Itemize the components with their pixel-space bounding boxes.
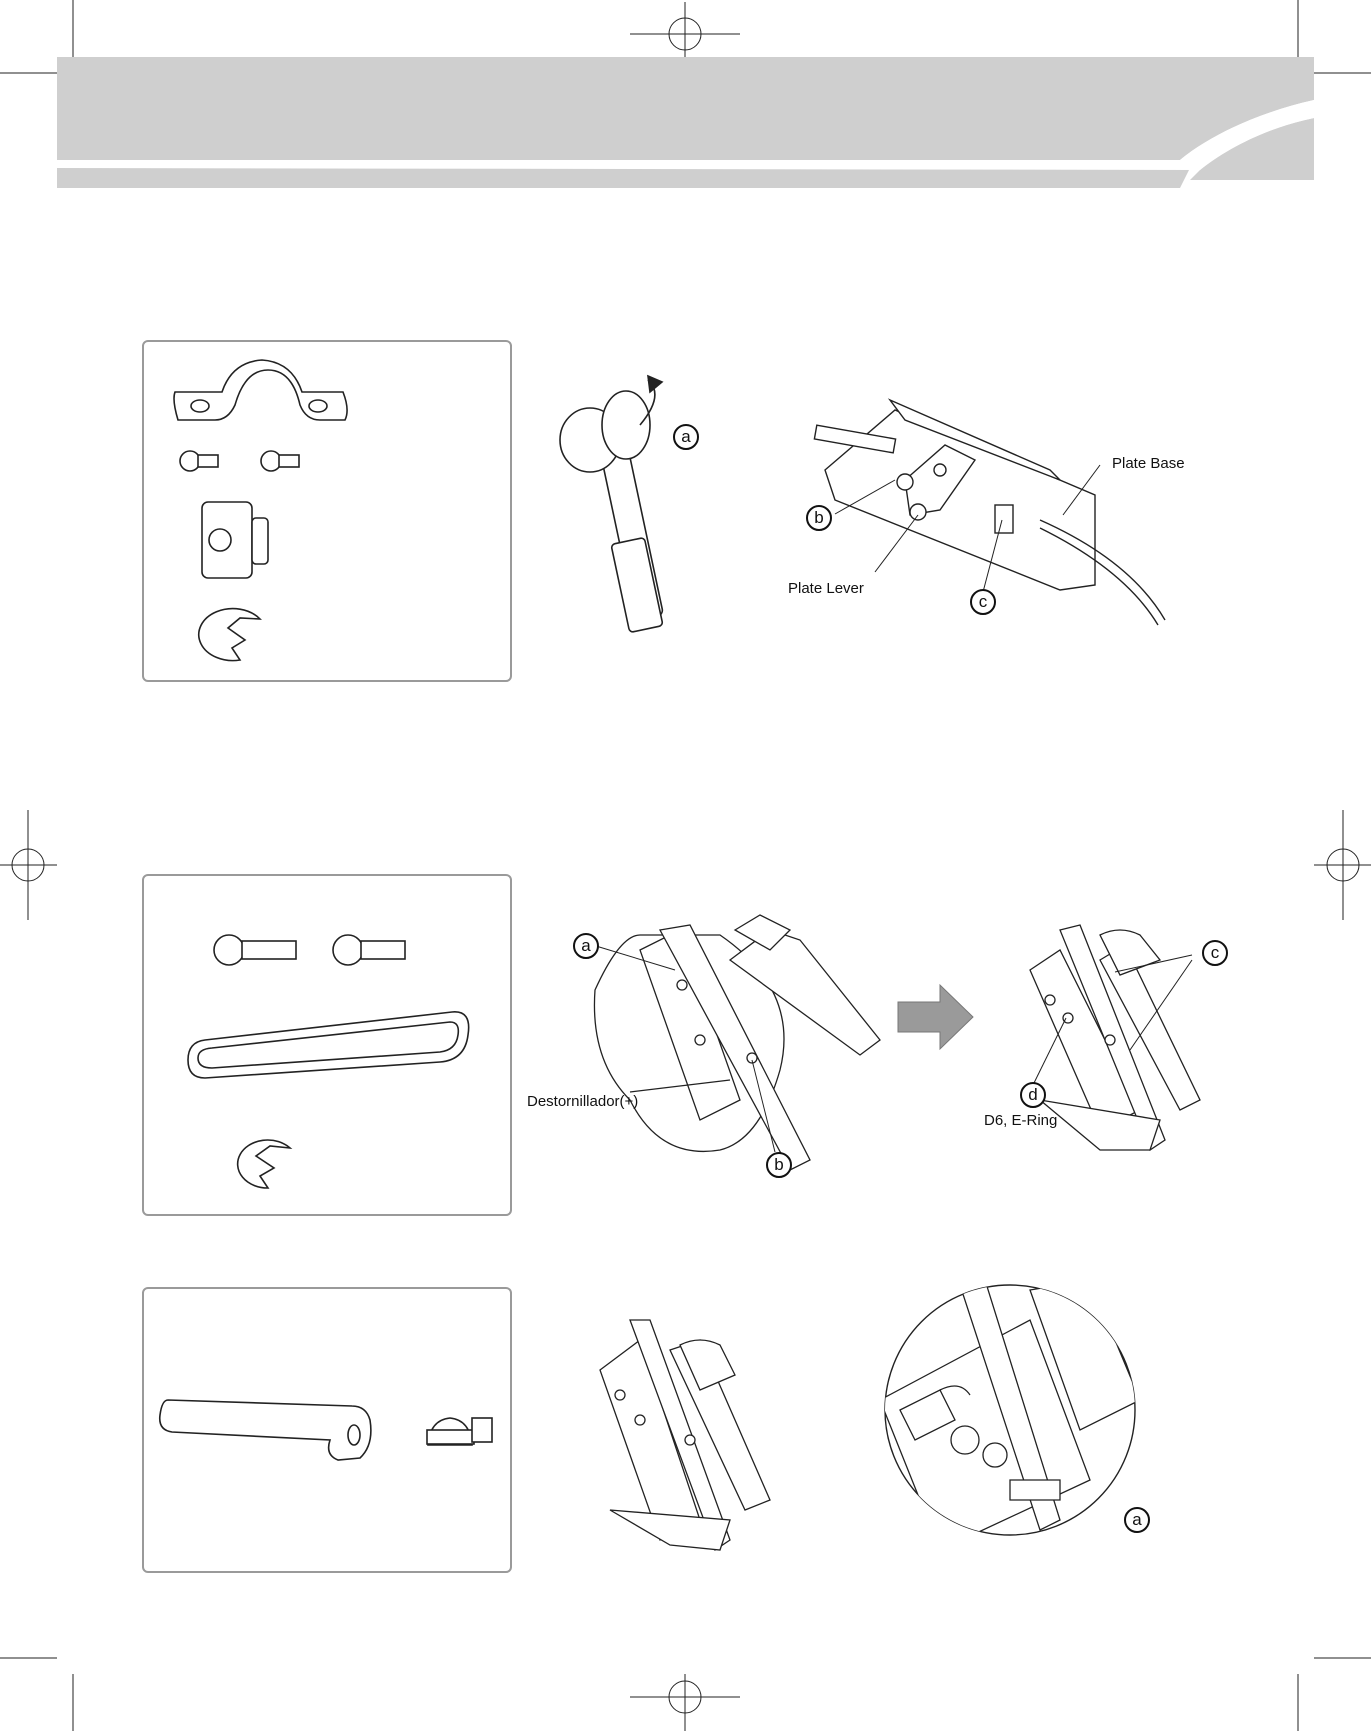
callout-a-3: a: [1124, 1507, 1150, 1533]
